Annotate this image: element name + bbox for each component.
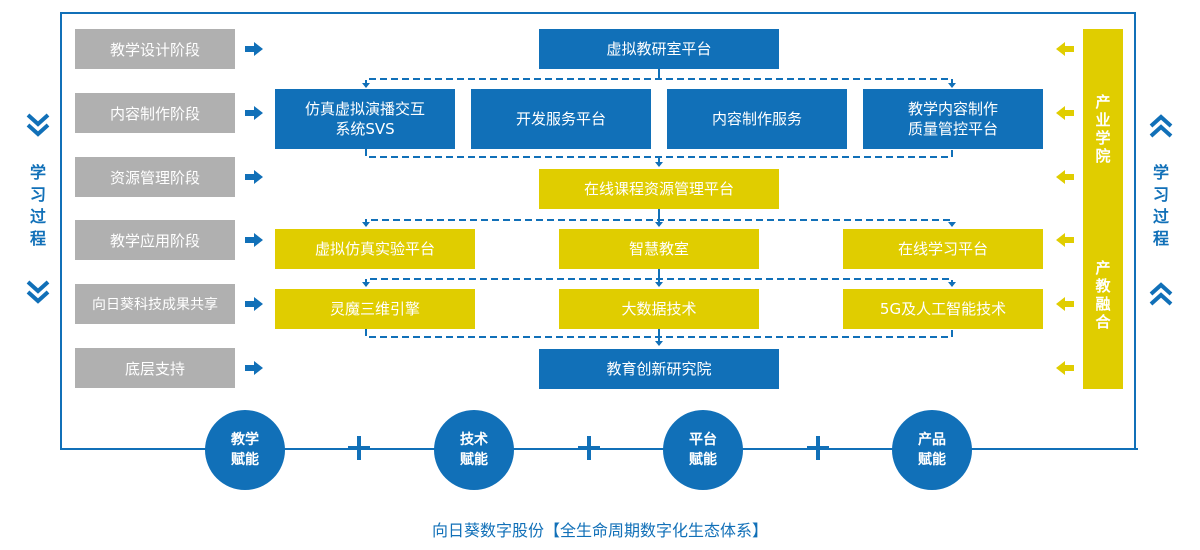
stage-base: 底层支持: [75, 348, 235, 388]
education-innovation-institute: 教育创新研究院: [539, 349, 779, 389]
bar-char: 业: [1095, 111, 1111, 129]
double-chevron-down-icon: [26, 113, 50, 137]
big-data-tech: 大数据技术: [559, 289, 759, 329]
circle-line: 教学: [231, 432, 259, 448]
box-line: 教学内容制作: [907, 100, 998, 118]
arrowhead-icon: [655, 341, 663, 346]
box-line: 系统SVS: [335, 120, 395, 138]
online-course-resource-platform: 在线课程资源管理平台: [539, 169, 779, 209]
bar-char: 产: [1095, 93, 1111, 111]
arrowhead-icon: [362, 282, 370, 287]
content-production-service: 内容制作服务: [667, 89, 847, 149]
diagram-caption: 向日葵数字股份【全生命周期数字化生态体系】: [431, 521, 768, 540]
empower-platform: 平台 赋能: [663, 410, 743, 490]
circle-line: 产品: [918, 432, 946, 448]
stage-application: 教学应用阶段: [75, 220, 235, 260]
arrow-right-icon: [245, 42, 263, 56]
circle-line: 技术: [460, 432, 488, 448]
arrow-right-icon: [245, 297, 263, 311]
industry-bar: 产 业 学 院 产 教 融 合: [1083, 29, 1123, 389]
arrow-left-icon: [1056, 106, 1074, 120]
left-process-char: 程: [29, 229, 46, 248]
left-process-char: 习: [29, 185, 46, 204]
arrow-left-icon: [1056, 170, 1074, 184]
bar-char: 产: [1095, 259, 1111, 277]
right-process-char: 过: [1152, 207, 1169, 226]
right-process-char: 程: [1152, 229, 1169, 248]
arrowhead-icon: [948, 222, 956, 227]
3d-engine: 灵魔三维引擎: [275, 289, 475, 329]
arrowhead-icon: [948, 282, 956, 287]
left-process-char: 过: [29, 207, 46, 226]
dev-service-platform: 开发服务平台: [471, 89, 651, 149]
empower-product: 产品 赋能: [892, 410, 972, 490]
box-line: 仿真虚拟演播交互: [304, 100, 425, 118]
stage-tech-sharing: 向日葵科技成果共享: [75, 284, 235, 324]
double-chevron-down-icon: [26, 280, 50, 304]
arrowhead-icon: [948, 83, 956, 88]
empower-teaching: 教学 赋能: [205, 410, 285, 490]
virtual-simulation-lab-platform: 虚拟仿真实验平台: [275, 229, 475, 269]
left-process-label: 学 习 过 程: [26, 162, 50, 250]
stage-content: 内容制作阶段: [75, 93, 235, 133]
right-process-char: 学: [1152, 163, 1169, 182]
plus-icon: [578, 436, 600, 460]
double-chevron-up-icon: [1149, 282, 1173, 306]
quality-control-platform: 教学内容制作 质量管控平台: [863, 89, 1043, 149]
diagram-frame: [60, 12, 1136, 449]
box-line: 质量管控平台: [907, 120, 998, 138]
plus-icon: [807, 436, 829, 460]
arrow-right-icon: [245, 233, 263, 247]
arrow-right-icon: [245, 170, 263, 184]
smart-classroom: 智慧教室: [559, 229, 759, 269]
arrowhead-icon: [362, 222, 370, 227]
bar-char: 融: [1095, 295, 1111, 313]
bar-char: 学: [1095, 129, 1111, 147]
circle-line: 赋能: [689, 452, 717, 468]
circle-line: 赋能: [231, 452, 259, 468]
virtual-teaching-lab-platform: 虚拟教研室平台: [539, 29, 779, 69]
arrow-left-icon: [1056, 42, 1074, 56]
industry-college-label: 产 业 学 院: [1083, 93, 1123, 165]
stage-resource: 资源管理阶段: [75, 157, 235, 197]
arrow-right-icon: [245, 361, 263, 375]
double-chevron-up-icon: [1149, 114, 1173, 138]
industry-education-label: 产 教 融 合: [1083, 259, 1123, 331]
bar-char: 教: [1095, 277, 1111, 295]
circle-line: 赋能: [918, 452, 946, 468]
arrowhead-icon: [655, 222, 663, 227]
arrow-left-icon: [1056, 297, 1074, 311]
arrow-left-icon: [1056, 233, 1074, 247]
dashed-connector: [365, 149, 953, 158]
arrowhead-icon: [655, 282, 663, 287]
circle-line: 平台: [689, 432, 717, 448]
arrow-left-icon: [1056, 361, 1074, 375]
plus-icon: [348, 436, 370, 460]
bar-char: 合: [1095, 313, 1111, 331]
dashed-connector: [365, 78, 953, 87]
empower-technology: 技术 赋能: [434, 410, 514, 490]
arrowhead-icon: [655, 162, 663, 167]
svs-system-box: 仿真虚拟演播交互 系统SVS: [275, 89, 455, 149]
stage-design: 教学设计阶段: [75, 29, 235, 69]
circle-line: 赋能: [460, 452, 488, 468]
arrowhead-icon: [362, 83, 370, 88]
5g-ai-tech: 5G及人工智能技术: [843, 289, 1043, 329]
arrow-right-icon: [245, 106, 263, 120]
left-process-char: 学: [29, 163, 46, 182]
right-process-char: 习: [1152, 185, 1169, 204]
right-process-label: 学 习 过 程: [1149, 162, 1173, 250]
online-learning-platform: 在线学习平台: [843, 229, 1043, 269]
bar-char: 院: [1095, 147, 1111, 165]
